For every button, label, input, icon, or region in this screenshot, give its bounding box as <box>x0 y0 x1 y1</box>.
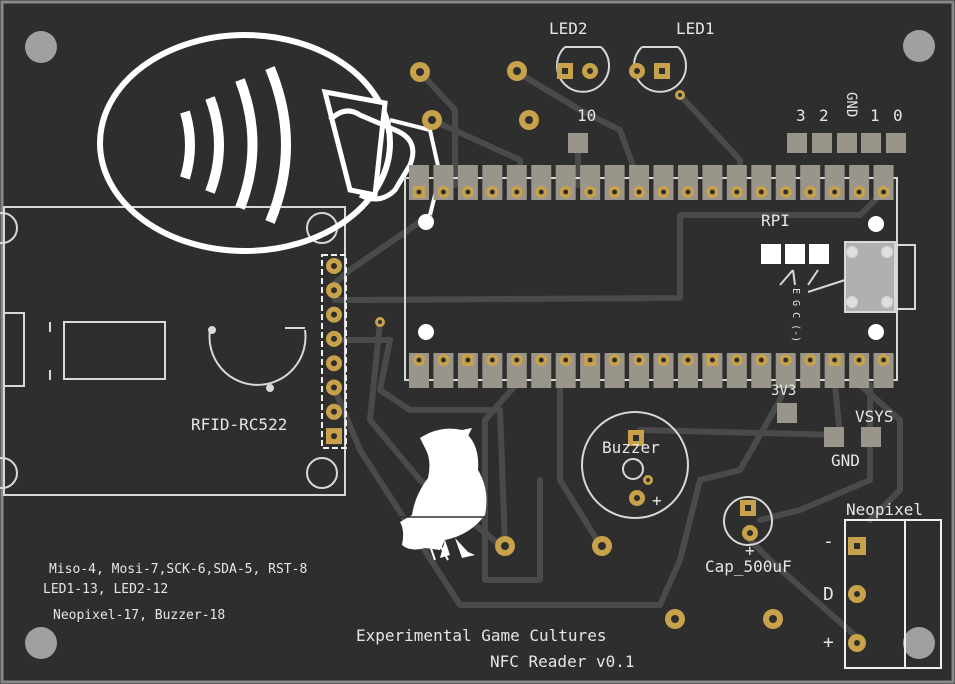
neopixel-pin-data: D <box>823 584 834 605</box>
rpi-gpio-pin <box>531 353 552 388</box>
rfid-pin <box>326 258 342 274</box>
rpi-gpio-pin <box>726 353 747 388</box>
rpi-gpio-pin <box>457 165 478 200</box>
rfid-pin <box>326 403 342 420</box>
neopixel-connector <box>844 519 942 669</box>
rpi-gpio-pin <box>506 165 527 200</box>
rfid-pin <box>326 282 342 299</box>
rpi-gpio-pin <box>775 353 796 388</box>
rpi-gpio-pin <box>457 353 478 388</box>
header-label-3: 3 <box>796 106 806 125</box>
buzzer <box>581 411 689 519</box>
rpi-gpio-pin <box>604 353 625 388</box>
rpi-gpio-pin <box>849 353 870 388</box>
neopixel-pin-plus: + <box>823 632 834 653</box>
rpi-gpio-pin <box>629 165 650 200</box>
rpi-gpio-pin <box>873 353 894 388</box>
rfid-label: RFID-RC522 <box>191 415 288 434</box>
neopixel-label: Neopixel <box>846 500 924 519</box>
led2-label: LED2 <box>549 19 588 38</box>
gnd-label: GND <box>831 451 860 470</box>
board-title: Experimental Game Cultures <box>356 626 607 645</box>
nfc-tap-icon <box>97 32 443 254</box>
rpi-gpio-pin <box>800 165 821 200</box>
rpi-holes <box>418 214 884 340</box>
vsys-label: VSYS <box>855 407 894 426</box>
top-header-pads <box>568 133 906 153</box>
rfid-header-pins <box>326 258 342 445</box>
rpi-gpio-pin <box>677 353 698 388</box>
power-pads <box>777 403 881 447</box>
rpi-gpio-pin <box>873 165 894 200</box>
rpi-gpio-pin <box>580 165 601 200</box>
rfid-pin <box>326 428 342 445</box>
led1 <box>629 46 687 93</box>
cap-label: Cap_500uF <box>705 557 792 576</box>
rpi-gpio-pin <box>409 353 429 388</box>
rpi-gpio-pin <box>531 165 552 200</box>
cap-plus-label: + <box>745 541 755 560</box>
rpi-gpio-pin <box>751 165 772 200</box>
rfid-pin <box>326 306 342 323</box>
rpi-gpio-pin <box>653 353 674 388</box>
rpi-pad-legend: E G C (-) <box>790 288 801 343</box>
rpi-gpio-pin <box>555 165 576 200</box>
rpi-gpio-pin <box>580 353 601 388</box>
rpi-gpio-pin <box>433 165 454 200</box>
rpi-gpio-pin <box>751 353 772 388</box>
rpi-gpio-pin <box>702 353 723 388</box>
raven-logo-icon <box>400 428 487 561</box>
rpi-gpio-pin <box>702 165 723 200</box>
rfid-pin <box>326 379 342 396</box>
rpi-debug-pads <box>761 244 829 264</box>
led2 <box>556 46 610 93</box>
rpi-gpio-pin <box>726 165 747 200</box>
header-label-1: 1 <box>870 106 880 125</box>
pin-notes-line1: Miso-4, Mosi-7,SCK-6,SDA-5, RST-8 <box>49 562 308 577</box>
pad-10-label: 10 <box>577 106 597 125</box>
rpi-gpio-pin <box>677 165 698 200</box>
rpi-gpio-pin <box>824 353 845 388</box>
header-label-2: 2 <box>819 106 829 125</box>
led1-label: LED1 <box>676 19 715 38</box>
rfid-pin <box>326 330 342 347</box>
rpi-gpio-pin <box>482 353 503 388</box>
buzzer-label: Buzzer <box>602 438 660 457</box>
rpi-gpio-pin <box>800 353 821 388</box>
rpi-gpio-pin <box>555 353 576 388</box>
rpi-gpio-pins <box>409 165 894 388</box>
rpi-gpio-pin <box>775 165 796 200</box>
v3-label: 3V3 <box>771 383 797 399</box>
rpi-gpio-pin <box>653 165 674 200</box>
rpi-gpio-pin <box>604 165 625 200</box>
pin-notes-line2: LED1-13, LED2-12 <box>43 582 169 597</box>
rpi-gpio-pin <box>433 353 454 388</box>
buzzer-plus-label: + <box>652 491 662 510</box>
header-label-gnd: GND <box>843 92 859 118</box>
rpi-module <box>404 177 916 381</box>
rfid-header <box>321 254 347 449</box>
neopixel-pin-minus: - <box>823 531 834 552</box>
pin-notes-line3: Neopixel-17, Buzzer-18 <box>53 608 226 623</box>
rpi-gpio-pin <box>849 165 870 200</box>
rpi-gpio-pin <box>482 165 503 200</box>
rpi-label: RPI <box>761 211 790 230</box>
header-label-0: 0 <box>893 106 903 125</box>
rpi-gpio-pin <box>409 165 429 200</box>
rpi-gpio-pin <box>629 353 650 388</box>
capacitor <box>723 496 773 546</box>
rpi-gpio-pin <box>506 353 527 388</box>
rfid-pin <box>326 355 342 372</box>
board-subtitle: NFC Reader v0.1 <box>490 652 635 671</box>
rpi-gpio-pin <box>824 165 845 200</box>
mount-holes <box>25 30 935 659</box>
